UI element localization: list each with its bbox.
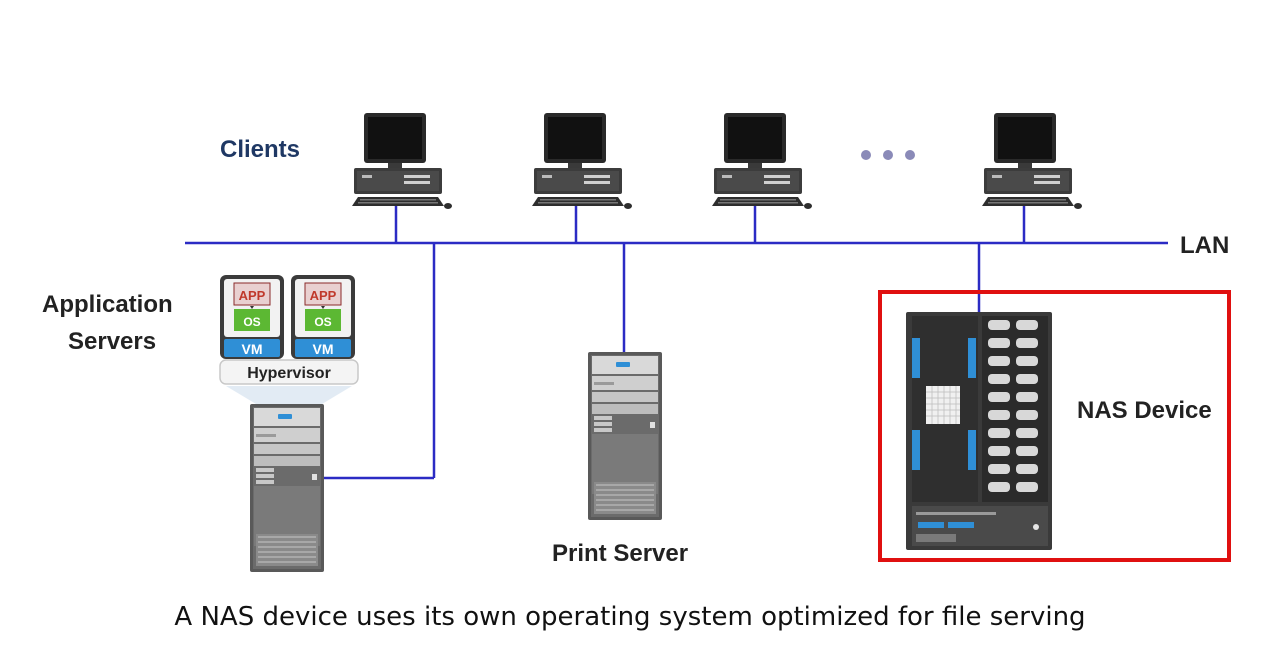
app-servers-label-line2: Servers [68,328,156,355]
hypervisor-icon: Hypervisor [219,359,359,404]
clients-label: Clients [220,136,300,163]
lan-label: LAN [1180,232,1229,259]
nas-highlight-box [878,290,1231,562]
svg-text:Hypervisor: Hypervisor [247,365,331,382]
diagram-caption: A NAS device uses its own operating syst… [174,602,1085,632]
svg-text:OS: OS [243,315,260,329]
nas-device-label: NAS Device [1077,397,1212,424]
client-computer-icon [712,113,812,209]
vm-icon: APP OS VM [290,274,356,360]
lan-network-lines [185,205,1168,480]
ellipsis-icon [861,150,915,160]
svg-text:APP: APP [310,288,337,303]
client-computer-icon [532,113,632,209]
svg-text:VM: VM [313,341,334,357]
client-computer-icon [352,113,452,209]
vm-icon: APP OS VM [219,274,285,360]
svg-text:APP: APP [239,288,266,303]
client-computer-icon [982,113,1082,209]
svg-text:OS: OS [314,315,331,329]
nas-rack-icon [906,312,1052,550]
application-server-tower-icon [250,404,324,572]
app-servers-label-line1: Application [42,291,173,318]
svg-text:VM: VM [242,341,263,357]
print-server-label: Print Server [552,540,688,567]
print-server-tower-icon [588,352,662,520]
